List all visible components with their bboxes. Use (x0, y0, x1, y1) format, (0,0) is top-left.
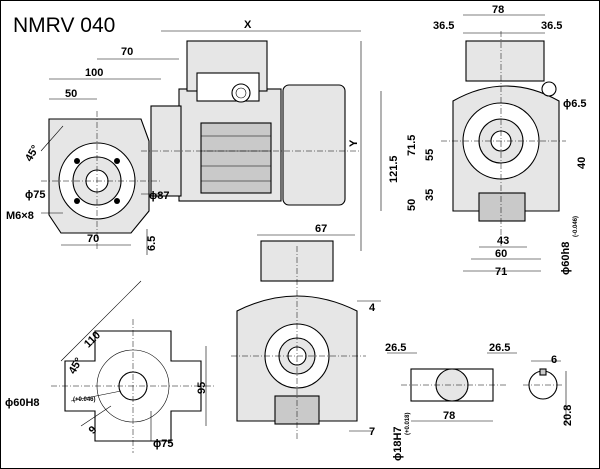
dim-bottom-67: 67 (315, 223, 327, 235)
dim-front-71-5: 71.5 (406, 135, 418, 156)
drawing-title: NMRV 040 (13, 14, 115, 37)
front-terminal-box (465, 40, 545, 82)
dim-shaft-26-5a: 26.5 (385, 342, 406, 354)
dim-front-78: 78 (492, 4, 504, 16)
dim-side-6-5: 6.5 (146, 236, 158, 251)
dim-flange-d60h8-tolerance: (+0.046) (73, 397, 96, 403)
dim-front-50: 50 (406, 199, 418, 211)
dim-front-71: 71 (495, 266, 507, 278)
bottom-view: 67 4 7 ϕ18H7 (+0.018) (231, 223, 411, 461)
dim-shaft-6: 6 (551, 354, 557, 366)
dim-side-50: 50 (65, 88, 77, 100)
dim-front-40: 40 (576, 157, 588, 169)
dim-side-d75: ϕ75 (25, 189, 45, 201)
dim-flange-d60h8: ϕ60H8 (5, 397, 40, 409)
dim-shaft-20-8: 20.8 (562, 405, 574, 426)
dim-shaft-26-5b: 26.5 (489, 342, 510, 354)
motor-fins (200, 122, 272, 194)
dim-bottom-d18h7-tolerance: (+0.018) (405, 412, 411, 435)
dim-side-70b: 70 (87, 233, 99, 245)
dim-bottom-4: 4 (369, 302, 376, 314)
dim-front-d60h8: ϕ60h8 (560, 242, 572, 275)
dim-side-x: X (244, 19, 252, 31)
dim-front-60: 60 (495, 248, 507, 260)
dim-front-d60h8-tolerance: (-0.046) (573, 216, 579, 237)
dim-front-121-5: 121.5 (388, 155, 400, 183)
front-view: 78 36.5 36.5 ϕ6.5 121.5 71.5 55 50 35 40… (380, 4, 588, 278)
dim-side-m6: M6×8 (6, 210, 34, 222)
dim-front-36-5a: 36.5 (433, 20, 454, 32)
cable-gland-icon (231, 83, 251, 103)
dim-front-d6-5: ϕ6.5 (563, 98, 587, 110)
dim-side-y: Y (348, 139, 360, 147)
shaft-view: 26.5 26.5 78 6 20.8 (385, 342, 574, 426)
side-view: 70 100 50 45° ϕ75 ϕ87 M6×8 70 6.5 X Y (6, 19, 362, 255)
dim-bottom-d18h7: ϕ18H7 (392, 426, 404, 461)
flange-view: 110 45° 95 ϕ60H8 (+0.046) 9 ϕ75 (5, 280, 216, 453)
dim-side-angle: 45° (23, 143, 42, 163)
dim-front-35: 35 (424, 189, 436, 201)
front-base (478, 192, 526, 222)
dim-front-36-5b: 36.5 (541, 20, 562, 32)
dim-bottom-7: 7 (369, 426, 375, 438)
dim-side-70: 70 (121, 46, 133, 58)
dim-front-43: 43 (497, 235, 509, 247)
dim-flange-95: 95 (196, 382, 208, 394)
dim-front-55: 55 (424, 149, 436, 161)
keyway (539, 368, 547, 376)
dim-side-100: 100 (85, 67, 103, 79)
dim-side-d87: ϕ87 (149, 190, 169, 202)
dim-shaft-78: 78 (443, 410, 455, 422)
dim-flange-d75: ϕ75 (153, 438, 173, 450)
motor-end-cap (282, 84, 346, 206)
